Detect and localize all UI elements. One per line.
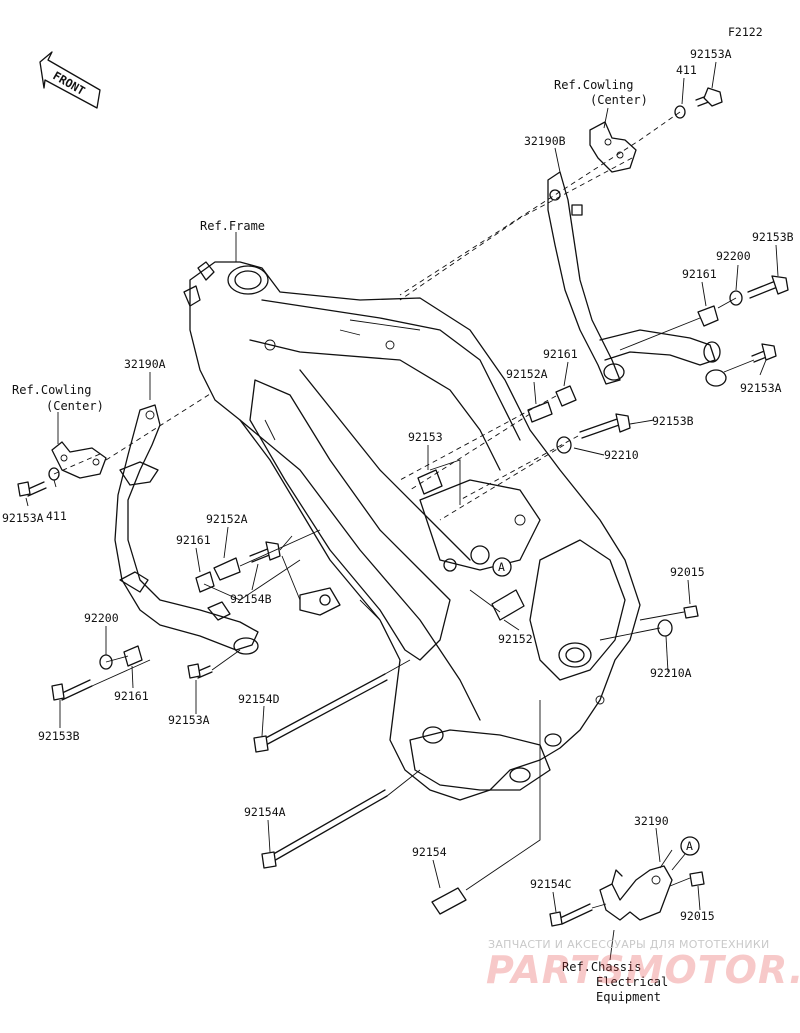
part-label: 92161: [114, 689, 149, 703]
nut-92015-right: [683, 605, 699, 619]
spacer-92152a-right: [527, 401, 553, 423]
part-label: 92154A: [244, 805, 286, 819]
bracket-32190a: [114, 404, 259, 655]
part-label: 92153B: [652, 414, 694, 428]
ref-cowling-left: Ref.Cowling (Center): [12, 383, 104, 413]
bracket-32190b: [547, 171, 727, 387]
watermark-tagline: ЗАПЧАСТИ И АКСЕССУАРЫ ДЛЯ МОТОТЕХНИКИ: [488, 938, 770, 951]
part-label: 92153A: [168, 713, 210, 727]
collar-92161-left2: [123, 645, 143, 667]
ref-frame: Ref.Frame: [200, 219, 265, 233]
part-label: 92210A: [650, 666, 692, 680]
svg-text:(Center): (Center): [590, 93, 648, 107]
part-label: 92153B: [752, 230, 794, 244]
part-label: 411: [676, 63, 697, 77]
cowling-bracket-left: [51, 441, 107, 479]
part-label: 92152A: [206, 512, 248, 526]
part-label: 32190B: [524, 134, 566, 148]
collar-92161-right: [697, 305, 719, 327]
nut-92015-bottom: [689, 871, 705, 887]
spacer-92152a-left: [213, 557, 241, 581]
part-label: 92154B: [230, 592, 272, 606]
bolt-92153b-left: [51, 679, 93, 701]
part-label: 92210: [604, 448, 639, 462]
part-label: 92154D: [238, 692, 280, 706]
watermark-logo: PARTSMOTOR.RU: [486, 948, 800, 992]
part-label: 411: [46, 509, 67, 523]
part-label: 92161: [543, 347, 578, 361]
nut-92210a: [657, 619, 673, 637]
bolt-92153b-right: [747, 275, 789, 299]
ref-circle-a-mid: A: [492, 557, 512, 577]
ref-cowling-right: Ref.Cowling (Center): [554, 78, 648, 107]
part-label: 32190: [634, 814, 669, 828]
ref-chassis-electrical: Ref.Chassis Electrical Equipment: [562, 960, 668, 1004]
collar-92161-left: [195, 571, 215, 593]
part-label: 92015: [670, 565, 705, 579]
ref-circle-a-bottom: A: [680, 836, 700, 856]
svg-text:Ref.Cowling: Ref.Cowling: [12, 383, 91, 397]
assembly-lines: [53, 111, 755, 909]
label-leaders: [25, 61, 779, 961]
svg-text:(Center): (Center): [46, 399, 104, 413]
main-frame: [183, 261, 641, 801]
bolt-92154d: [253, 673, 388, 753]
part-label: 92161: [176, 533, 211, 547]
part-label: 92153B: [38, 729, 80, 743]
collar-92161-mid: [555, 385, 577, 407]
bolt-92154c: [549, 903, 593, 927]
stud-92154: [431, 887, 467, 915]
bolt-92153a-right: [751, 343, 777, 363]
stud-92153: [417, 469, 443, 495]
part-label: 92154C: [530, 877, 572, 891]
front-arrow-icon: FRONT: [39, 51, 101, 109]
part-label: 92152: [498, 632, 533, 646]
bolt-92154a: [261, 789, 388, 869]
part-label: 92153A: [740, 381, 782, 395]
part-label: 92152A: [506, 367, 548, 381]
svg-text:A: A: [686, 839, 693, 853]
part-label: 92153A: [2, 511, 44, 525]
svg-text:Ref.Chassis: Ref.Chassis: [562, 960, 641, 974]
part-label: 92153A: [690, 47, 732, 61]
part-label: 92154: [412, 845, 447, 859]
part-label: 92153: [408, 430, 443, 444]
part-label: 92200: [716, 249, 751, 263]
part-label: 92161: [682, 267, 717, 281]
bolt-92153a-left: [17, 481, 47, 497]
figure-code: F2122: [728, 25, 763, 39]
bolt-92153b-mid: [579, 413, 631, 439]
svg-text:Electrical: Electrical: [596, 975, 668, 989]
bolt-92153a-left2: [187, 663, 213, 679]
svg-text:Ref.Cowling: Ref.Cowling: [554, 78, 633, 92]
part-label: 32190A: [124, 357, 166, 371]
svg-text:A: A: [498, 560, 505, 574]
bracket-32190: [599, 865, 673, 921]
cowling-bracket-right: [589, 121, 637, 173]
svg-text:Equipment: Equipment: [596, 990, 661, 1004]
bolt-92153a-top-right: [695, 87, 723, 107]
part-label: 92200: [84, 611, 119, 625]
spacer-92152: [491, 589, 525, 621]
part-label: 92015: [680, 909, 715, 923]
